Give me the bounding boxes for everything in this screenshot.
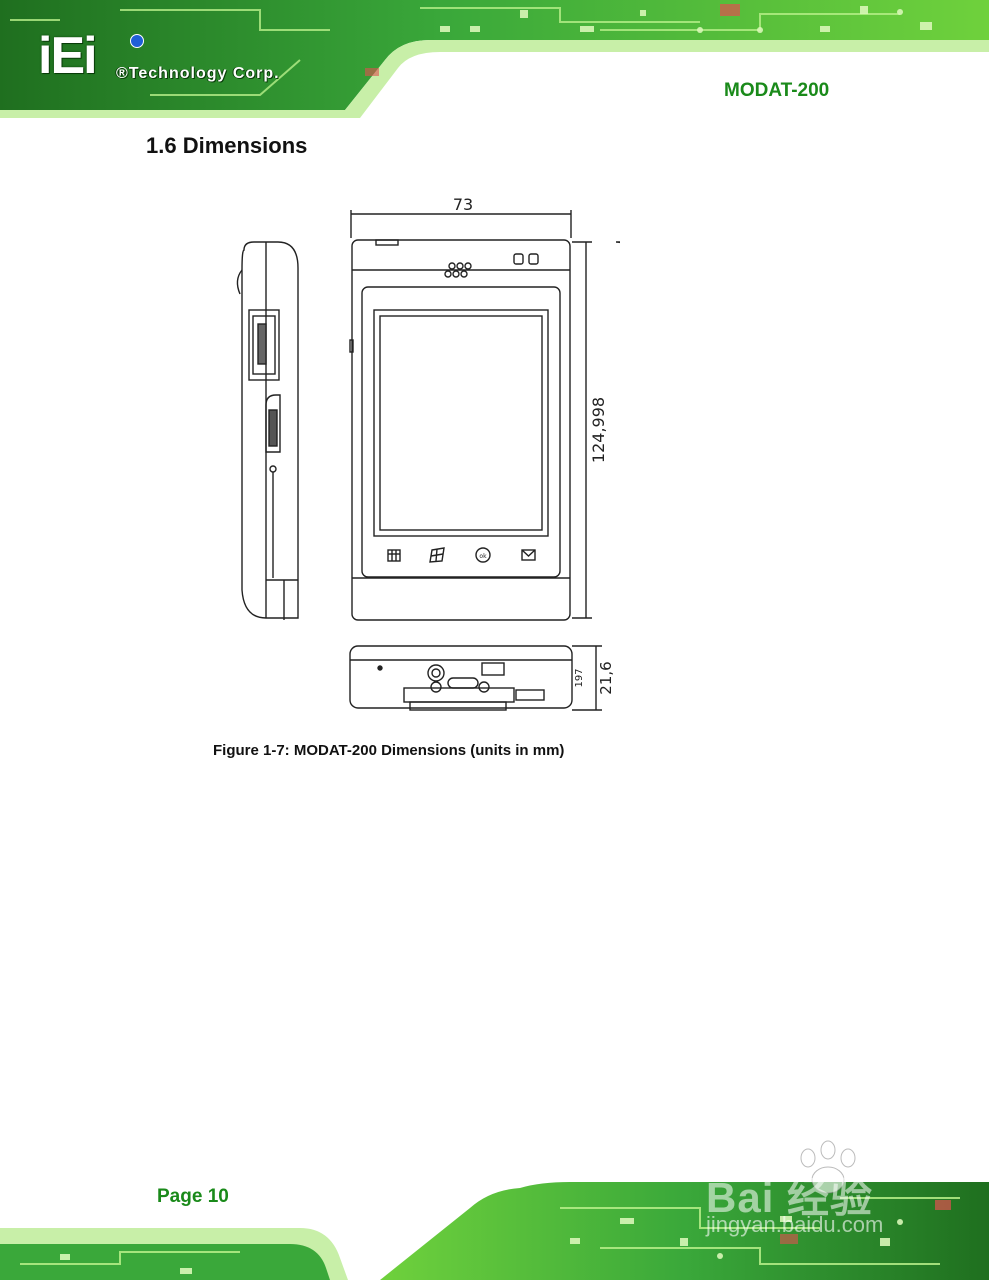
dimension-drawing: 73 124,998 ok xyxy=(220,190,685,720)
baidu-watermark: Bai 经验 jingyan.baidu.com xyxy=(700,1140,970,1240)
section-title: 1.6 Dimensions xyxy=(146,133,308,158)
speaker-grille-icon xyxy=(444,262,472,278)
height-dimension: 124,998 xyxy=(572,241,608,619)
depth-inner-label: 197 xyxy=(574,668,585,687)
watermark-brand: Bai 经验 xyxy=(706,1174,874,1221)
mail-icon xyxy=(521,549,536,561)
height-label: 124,998 xyxy=(589,397,608,463)
front-view: ok xyxy=(349,239,571,621)
watermark-url: jingyan.baidu.com xyxy=(706,1212,884,1237)
ok-icon: ok xyxy=(475,547,491,563)
top-view: 197 21,6 xyxy=(349,645,615,711)
circuit-footer-graphic xyxy=(0,1168,989,1280)
footer-banner xyxy=(0,1168,989,1280)
depth-label: 21,6 xyxy=(597,661,615,694)
header-banner: iEi ®Technology Corp. MODAT-200 xyxy=(0,0,989,120)
paw-icon xyxy=(800,1140,856,1194)
company-name: ®Technology Corp. xyxy=(116,65,280,82)
product-name: MODAT-200 xyxy=(724,80,830,101)
right-side-view xyxy=(615,241,685,619)
logo-mark: iEi xyxy=(38,27,98,85)
page-number: Page 10 xyxy=(157,1186,229,1207)
company-logo: iEi ®Technology Corp. xyxy=(38,30,308,86)
left-side-view xyxy=(236,241,299,620)
figure-caption: Figure 1-7: MODAT-200 Dimensions (units … xyxy=(213,742,565,759)
width-dimension: 73 xyxy=(350,195,572,238)
logo-dot xyxy=(130,34,144,48)
calendar-icon xyxy=(387,549,401,562)
svg-text:ok: ok xyxy=(479,553,487,560)
width-label: 73 xyxy=(453,195,473,214)
circuit-banner-graphic xyxy=(0,0,989,120)
windows-icon xyxy=(429,547,445,563)
